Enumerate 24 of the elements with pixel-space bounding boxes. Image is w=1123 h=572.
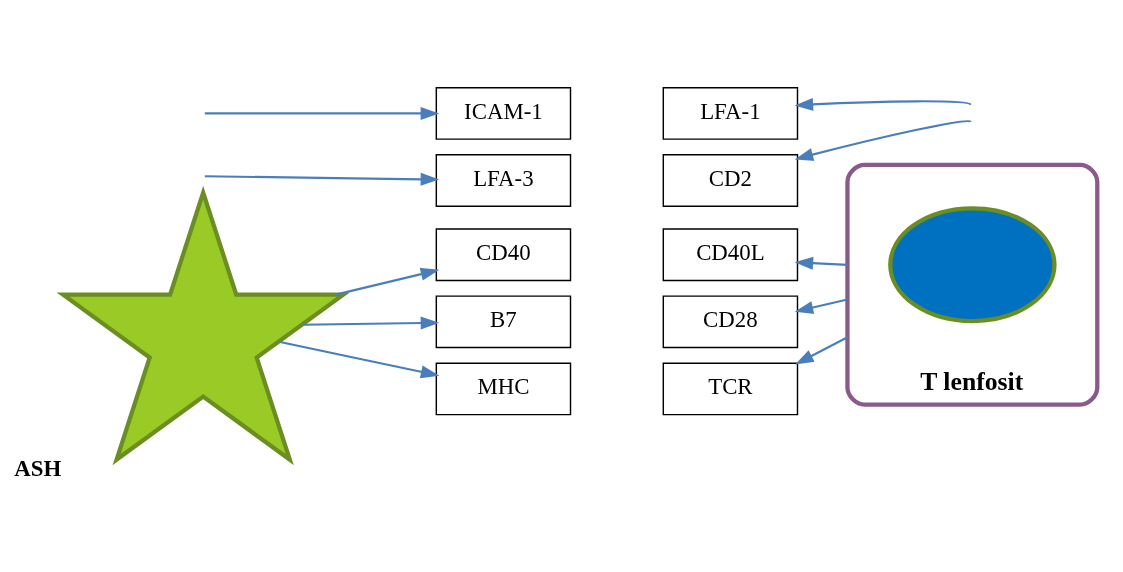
arrow bbox=[302, 316, 440, 329]
arrow bbox=[278, 340, 440, 378]
node-box: LFA-3 bbox=[435, 153, 572, 207]
arrow bbox=[204, 172, 440, 186]
node-label: ASH bbox=[14, 455, 62, 481]
node-box: B7 bbox=[435, 294, 572, 348]
cluster bbox=[845, 162, 1100, 407]
node-box: CD40L bbox=[662, 227, 799, 281]
arrow bbox=[204, 106, 440, 120]
arrow bbox=[335, 267, 440, 296]
node-box: CD40 bbox=[435, 227, 572, 281]
arrow bbox=[794, 298, 848, 314]
arrow bbox=[795, 335, 848, 364]
arrow bbox=[794, 97, 972, 111]
node-ellipse bbox=[888, 205, 1057, 323]
node-box: LFA-1 bbox=[662, 86, 799, 140]
arrow bbox=[794, 119, 972, 161]
node-box: TCR bbox=[662, 362, 799, 415]
node-label: T lenfosit bbox=[920, 366, 1024, 395]
node-box: CD28 bbox=[662, 294, 799, 348]
node-box: MHC bbox=[435, 362, 572, 415]
node-box: CD2 bbox=[662, 153, 799, 207]
node-box: ICAM-1 bbox=[435, 86, 572, 140]
arrow bbox=[794, 256, 848, 270]
